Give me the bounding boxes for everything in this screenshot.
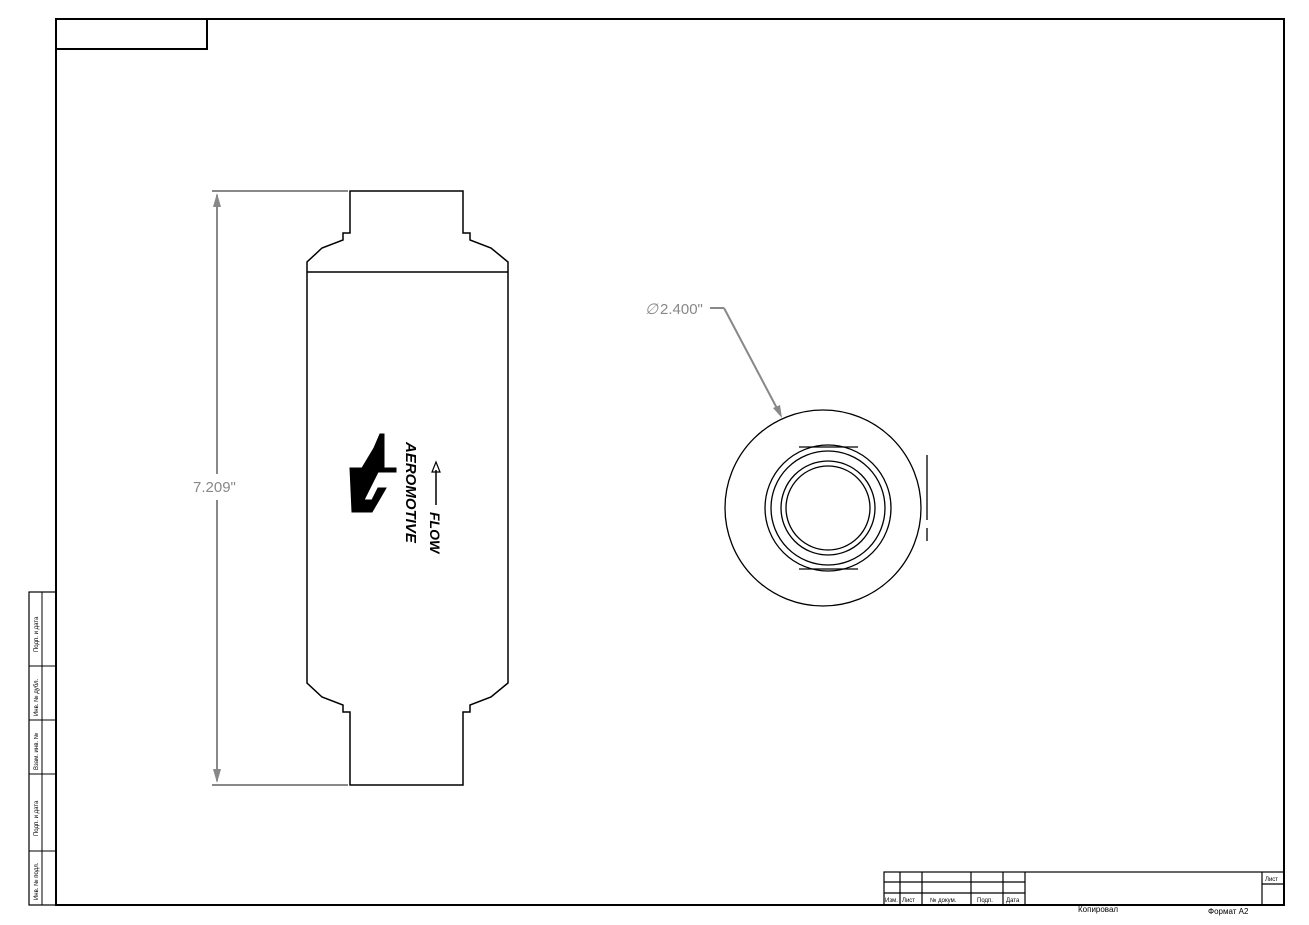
flow-arrow-icon	[431, 460, 441, 473]
brand-logo: AEROMOTIVE FLOW	[349, 433, 443, 555]
title-header-doc: № докум.	[930, 897, 957, 904]
sheet-number-label: Лист	[1265, 877, 1278, 883]
stamp-label-2: Инв. № дубл.	[33, 679, 40, 716]
length-dimension	[212, 190, 348, 786]
diameter-symbol: ∅	[645, 301, 659, 318]
filter-end-view	[724, 409, 928, 607]
sheet-frame	[55, 18, 1285, 906]
stamp-label-3: Взам. инв. №	[33, 733, 40, 770]
diameter-dimension-text: 2.400"	[660, 301, 703, 318]
copied-label: Копировал	[1078, 905, 1118, 914]
side-stamp-strip: Подп. и дата Инв. № дубл. Взам. инв. № П…	[28, 591, 57, 906]
brand-text: AEROMOTIVE	[402, 441, 419, 544]
top-left-box	[55, 18, 208, 50]
title-header-list: Лист	[902, 898, 915, 904]
length-dimension-text: 7.209"	[193, 479, 236, 496]
format-label: Формат A2	[1208, 907, 1249, 916]
stamp-label-1: Подп. и дата	[34, 616, 40, 652]
title-header-sign: Подп.	[977, 898, 993, 904]
stamp-label-5: Инв. № подл.	[33, 862, 40, 900]
stamp-label-4: Подп. и дата	[34, 800, 40, 836]
title-block	[883, 871, 1285, 906]
flow-text: FLOW	[427, 512, 443, 555]
title-header-date: Дата	[1006, 898, 1020, 904]
filter-side-view	[306, 190, 509, 786]
diameter-leader	[710, 307, 782, 418]
title-header-izm: Изм.	[885, 898, 898, 904]
logo-mark-icon	[349, 433, 397, 513]
